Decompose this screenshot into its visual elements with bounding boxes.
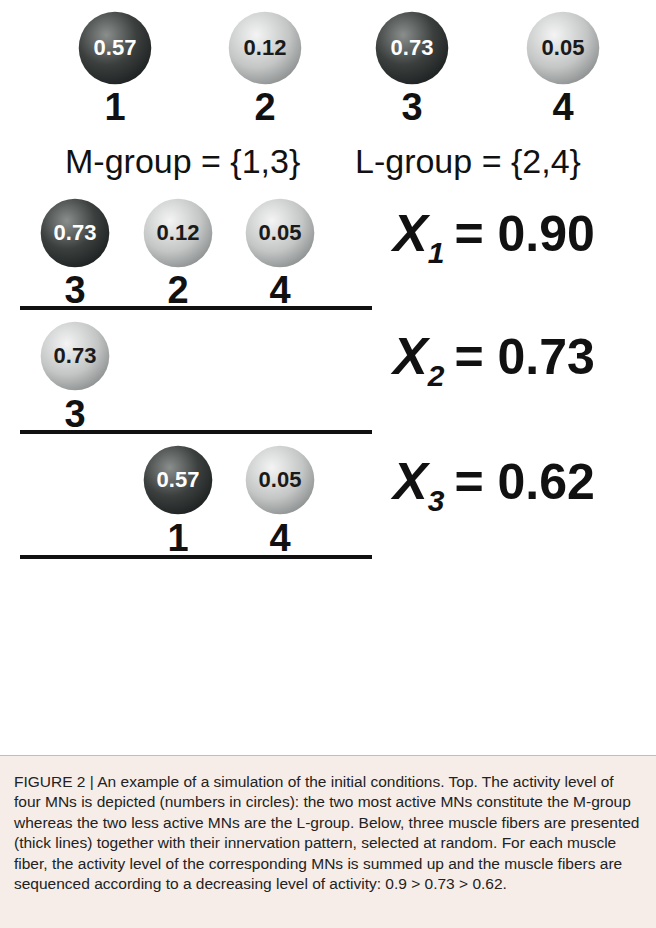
group-label: L-group = {2,4} bbox=[355, 144, 581, 178]
mn-number: 3 bbox=[20, 395, 130, 433]
fiber-sum: X1= 0.90 bbox=[393, 207, 595, 259]
mn-circle: 0.122 bbox=[228, 11, 302, 85]
group-label: M-group = {1,3} bbox=[65, 144, 300, 178]
variable-index: 2 bbox=[428, 361, 445, 391]
sum-value: = 0.62 bbox=[454, 457, 594, 507]
variable-name: X bbox=[393, 207, 428, 259]
mn-number: 1 bbox=[123, 519, 233, 557]
variable-name: X bbox=[393, 455, 428, 507]
mn-number: 2 bbox=[123, 271, 233, 309]
mn-circle: 0.054 bbox=[526, 11, 600, 85]
fiber-sum: X2= 0.73 bbox=[393, 330, 595, 382]
mn-number: 1 bbox=[58, 88, 172, 126]
mn-circle: 0.054 bbox=[245, 198, 315, 268]
sum-value: = 0.90 bbox=[454, 209, 594, 259]
mn-circle: 0.571 bbox=[78, 11, 152, 85]
figure-caption: FIGURE 2 | An example of a simulation of… bbox=[0, 755, 656, 928]
activity-value: 0.05 bbox=[245, 445, 315, 515]
mn-circle: 0.733 bbox=[40, 198, 110, 268]
sum-value: = 0.73 bbox=[454, 332, 594, 382]
mn-number: 4 bbox=[506, 88, 620, 126]
mn-number: 4 bbox=[225, 519, 335, 557]
activity-value: 0.05 bbox=[245, 198, 315, 268]
activity-value: 0.05 bbox=[526, 11, 600, 85]
mn-number: 3 bbox=[355, 88, 469, 126]
mn-circle: 0.733 bbox=[375, 11, 449, 85]
variable-index: 1 bbox=[428, 238, 445, 268]
fiber-sum: X3= 0.62 bbox=[393, 455, 595, 507]
variable-name: X bbox=[393, 330, 428, 382]
activity-value: 0.73 bbox=[40, 198, 110, 268]
mn-circle: 0.571 bbox=[143, 445, 213, 515]
mn-number: 3 bbox=[20, 271, 130, 309]
mn-circle: 0.054 bbox=[245, 445, 315, 515]
variable-index: 3 bbox=[428, 486, 445, 516]
mn-circle: 0.122 bbox=[143, 198, 213, 268]
activity-value: 0.12 bbox=[143, 198, 213, 268]
activity-value: 0.57 bbox=[78, 11, 152, 85]
activity-value: 0.73 bbox=[40, 321, 110, 391]
activity-value: 0.57 bbox=[143, 445, 213, 515]
muscle-fiber bbox=[20, 555, 372, 559]
mn-number: 2 bbox=[208, 88, 322, 126]
activity-value: 0.12 bbox=[228, 11, 302, 85]
mn-number: 4 bbox=[225, 271, 335, 309]
activity-value: 0.73 bbox=[375, 11, 449, 85]
mn-circle: 0.733 bbox=[40, 321, 110, 391]
